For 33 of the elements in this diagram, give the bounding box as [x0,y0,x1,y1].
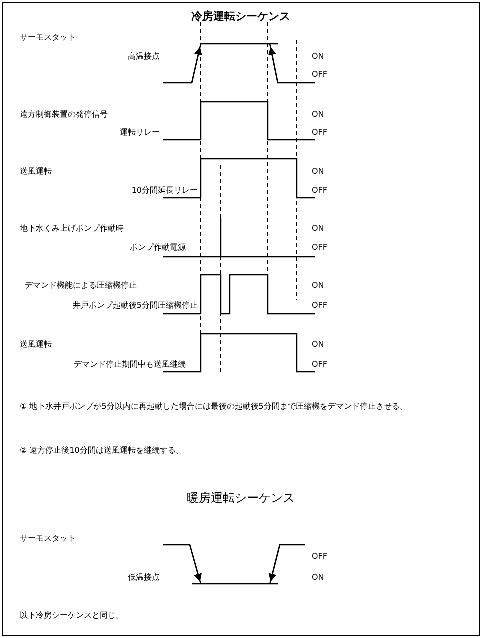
state-label: OFF [312,551,328,563]
state-label: ON [312,572,324,584]
relay-label: 10分間延長リレー [132,185,198,197]
contact-label: 高温接点 [128,51,160,63]
state-label: ON [312,166,324,178]
signal-title: 遠方制御装置の発停信号 [20,109,108,121]
signal-title: 送風運転 [20,339,52,351]
state-label: ON [312,51,324,63]
signal-title: サーモスタット [20,533,76,545]
signal-title: デマンド機能による圧縮機停止 [25,280,137,292]
state-label: OFF [312,69,328,81]
note-text: ② 遠方停止後10分間は送風運転を継続する。 [20,445,184,457]
signal-title: 地下水くみ上げポンプ作動時 [20,223,124,235]
signal-note: デマンド停止期間中も送風継続 [74,359,186,371]
section-heading: 暖房運転シーケンス [186,492,296,504]
note-text: 以下冷房シーケンスと同じ。 [20,610,124,622]
contact-label: 低温接点 [128,572,160,584]
signal-note: 井戸ポンプ起動後5分間圧縮機停止 [72,300,198,312]
state-label: ON [312,109,324,121]
note-text: ① 地下水井戸ポンプが5分以内に再起動した場合には最後の起動後5分間まで圧縮機をデマンド停止させる。 [20,401,409,413]
state-label: ON [312,280,324,292]
diagram-title: 冷房運転シーケンス [190,11,292,23]
power-label: ポンプ作動電源 [130,242,186,254]
relay-label: 運転リレー [120,127,160,139]
signal-title: サーモスタット [20,32,76,44]
signal-title: 送風運転 [20,166,52,178]
state-label: ON [312,223,324,235]
state-label: ON [312,339,324,351]
state-label: OFF [312,127,328,139]
state-label: OFF [312,242,328,254]
state-label: OFF [312,359,328,371]
state-label: OFF [312,300,328,312]
state-label: OFF [312,185,328,197]
